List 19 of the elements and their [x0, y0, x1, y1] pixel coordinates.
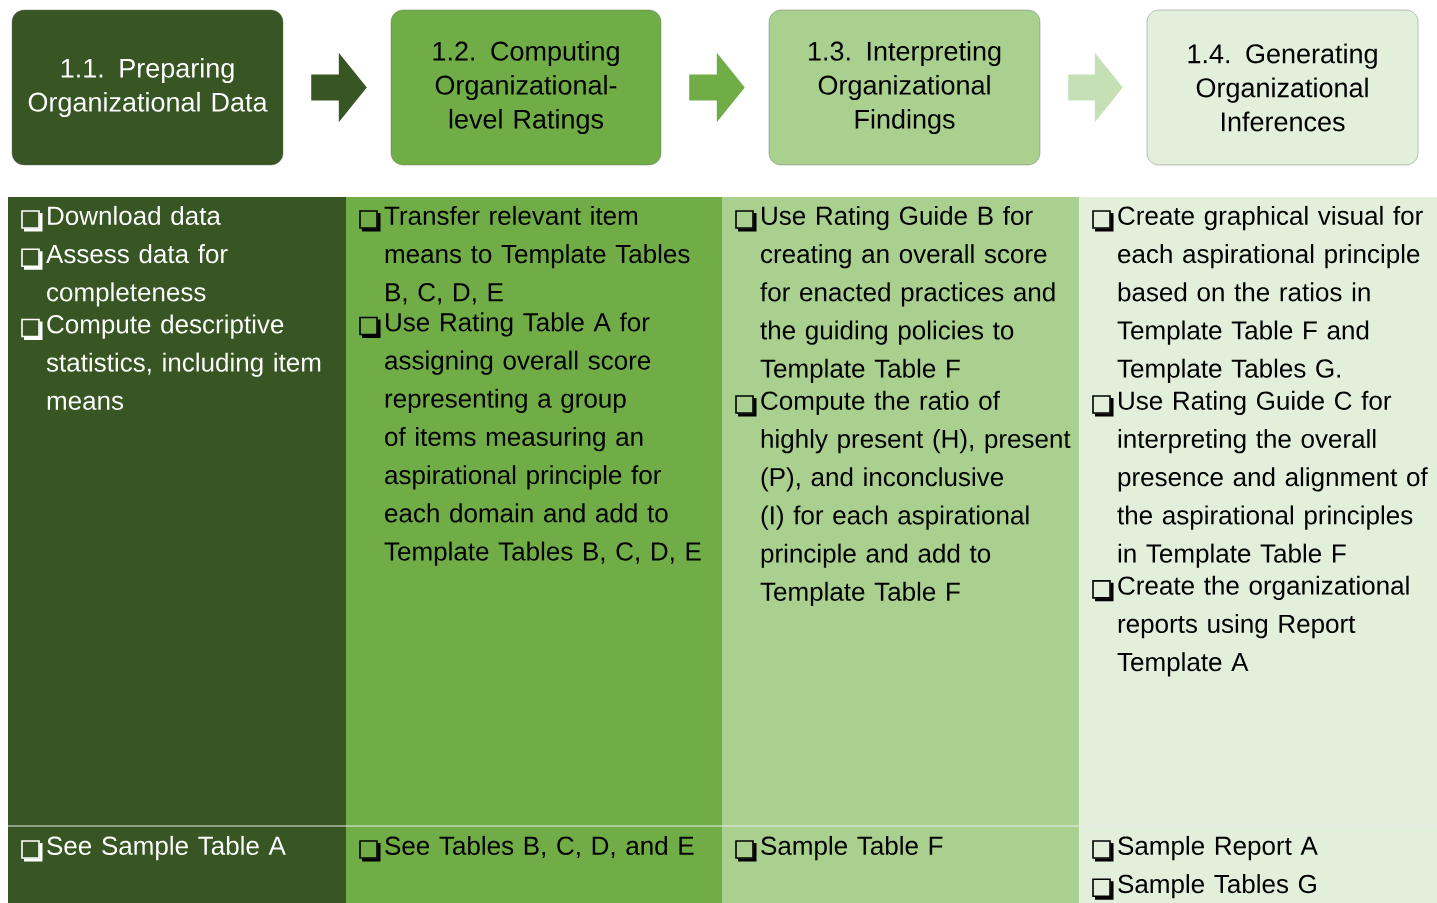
checklist-item: Sample Report A [1092, 835, 1318, 862]
checklist-item: Compute descriptive statistics, including item means [21, 314, 321, 410]
checklist-item: Assess data for completeness [21, 244, 228, 307]
step-box: 1.4. Generating Organizational Inferences [1146, 9, 1419, 166]
checklist-item: See Tables B, C, D, and E [359, 835, 694, 862]
checklist-item: Create the organizational reports using Report Template A [1092, 575, 1409, 677]
checklist-item: Use Rating Table A for assigning overall score representing a group of items measuring an aspirational principle for each domain and add to Template Tables B, C, D, E [359, 312, 701, 566]
step-box: 1.2. Computing Organizational-level Ratings [390, 9, 662, 166]
checklist-item: Transfer relevant item means to Template Tables B, C, D, E [359, 205, 690, 305]
checklist-item: Sample Table F [735, 835, 943, 862]
checklist-item: See Sample Table A [21, 835, 286, 862]
checklist-item: Create graphical visual for each aspirational principle based on the ratios in Template Table F and Template Tables G. [1092, 205, 1423, 383]
checklist-item: Download data [21, 205, 221, 232]
checklist-item: Use Rating Guide B for creating an overall score for enacted practices and the guiding policies to Template Table F [735, 205, 1055, 383]
step-box: 1.3. Interpreting Organizational Findings [768, 9, 1041, 166]
checklist-item: Use Rating Guide C for interpreting the overall presence and alignment of the aspirational principles in Template Table F [1092, 390, 1428, 568]
checklist-item: Compute the ratio of highly present (H), present (P), and inconclusive (I) for each aspirational principle and add to Template Table F [735, 390, 1071, 607]
checklist-item: Sample Tables G [1092, 874, 1316, 900]
step-box: 1.1. Preparing Organizational Data [11, 9, 284, 166]
